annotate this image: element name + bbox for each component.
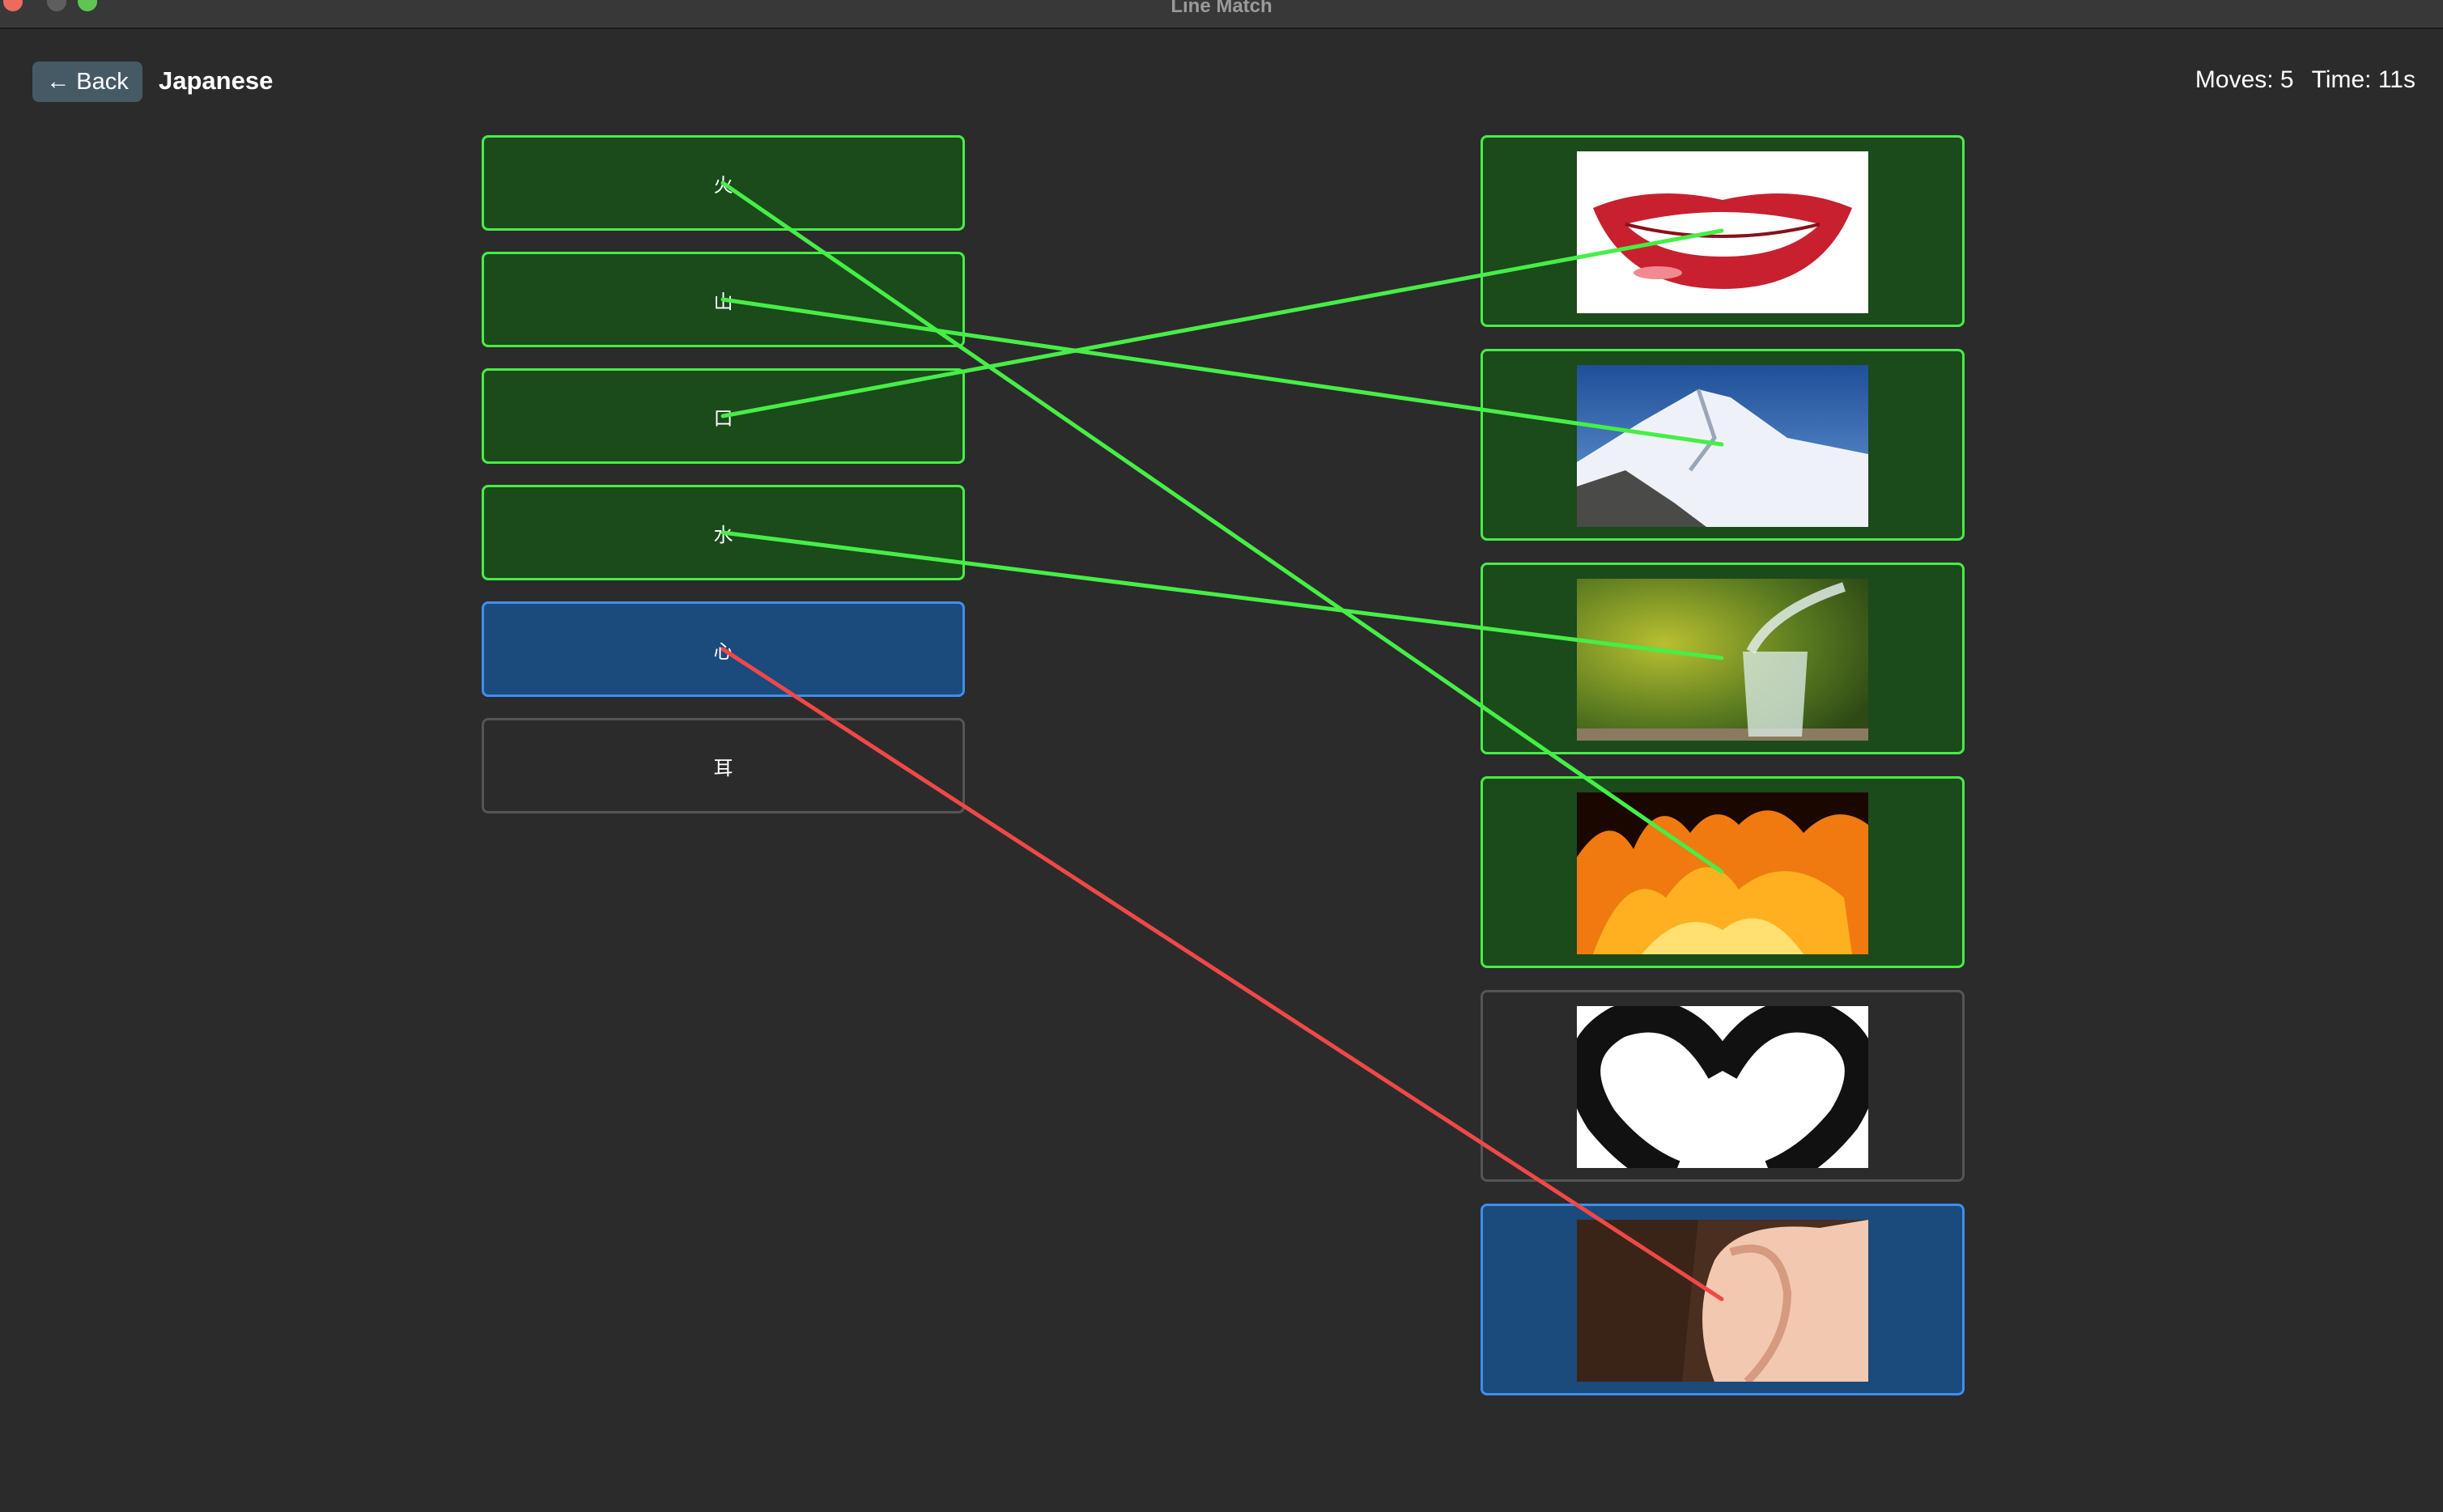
word-label: 山 (713, 291, 733, 313)
word-label: 水 (713, 524, 733, 546)
image-card-mouth[interactable] (1481, 135, 1965, 327)
close-window-button[interactable] (3, 0, 23, 11)
word-label: 心 (713, 640, 733, 663)
image-card-water[interactable] (1481, 563, 1965, 754)
word-card-heart[interactable]: 心 (482, 601, 965, 697)
water-image (1577, 579, 1868, 741)
word-card-fire[interactable]: 火 (482, 135, 965, 231)
image-card-mountain[interactable] (1481, 349, 1965, 541)
image-card-ear[interactable] (1481, 1204, 1965, 1395)
word-card-water[interactable]: 水 (482, 485, 965, 580)
mouth-image (1577, 151, 1868, 313)
timer: Time: 11s (2311, 66, 2415, 93)
window-title: Line Match (1171, 0, 1272, 17)
minimize-window-button[interactable] (47, 0, 66, 11)
arrow-left-icon: ← (46, 68, 70, 95)
heart-image (1577, 1006, 1868, 1168)
word-label: 口 (713, 407, 733, 430)
zoom-window-button[interactable] (78, 0, 97, 11)
back-button[interactable]: ← Back (32, 62, 142, 102)
language-title: Japanese (159, 66, 274, 95)
game-stats: Moves: 5 Time: 11s (2195, 66, 2415, 94)
window-titlebar: Line Match (0, 0, 2443, 29)
word-card-mouth[interactable]: 口 (482, 368, 965, 464)
ear-image (1577, 1220, 1868, 1382)
back-label: Back (76, 68, 129, 95)
fire-image (1577, 792, 1868, 954)
word-label: 火 (713, 174, 733, 197)
word-card-ear[interactable]: 耳 (482, 718, 965, 813)
moves-counter: Moves: 5 (2194, 66, 2294, 93)
mountain-image (1577, 365, 1868, 527)
word-label: 耳 (713, 757, 733, 779)
image-card-fire[interactable] (1481, 776, 1965, 968)
image-card-heart[interactable] (1481, 990, 1965, 1182)
word-card-mountain[interactable]: 山 (482, 252, 965, 347)
